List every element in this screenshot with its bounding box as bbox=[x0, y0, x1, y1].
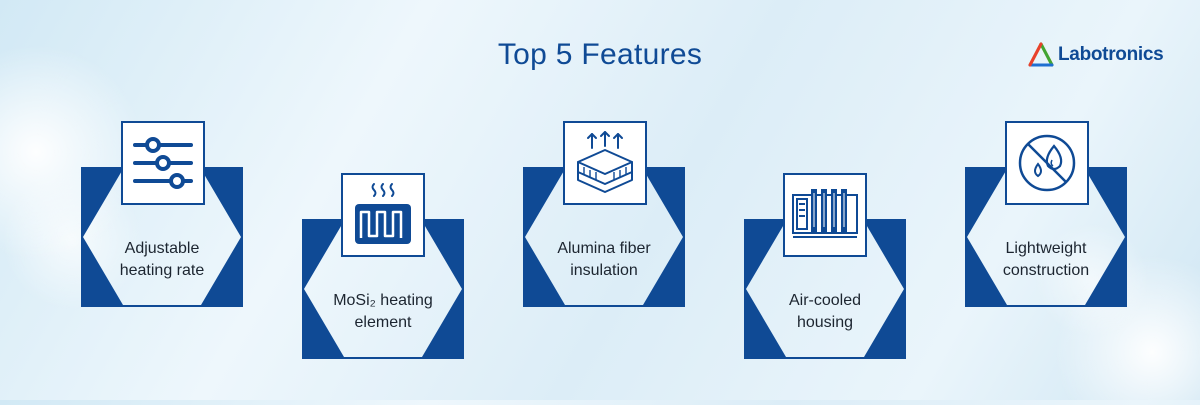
feature-icon-box bbox=[341, 173, 425, 257]
no-water-icon bbox=[1018, 134, 1076, 192]
feature-card-heating-element: MoSi₂ heating element bbox=[302, 173, 464, 405]
hexagon-frame bbox=[744, 219, 906, 359]
feature-label: MoSi₂ heating element bbox=[333, 292, 433, 331]
hexagon-frame bbox=[81, 167, 243, 307]
feature-icon-box bbox=[1005, 121, 1089, 205]
feature-label: Lightweight construction bbox=[1002, 240, 1090, 279]
feature-icon-box bbox=[121, 121, 205, 205]
feature-icon-box bbox=[563, 121, 647, 205]
page-title: Top 5 Features bbox=[497, 38, 703, 71]
feature-card-lightweight: Lightweight construction bbox=[965, 121, 1127, 353]
hexagon-frame bbox=[523, 167, 685, 307]
feature-label: Alumina fiber insulation bbox=[557, 240, 651, 279]
hexagon-frame bbox=[302, 219, 464, 359]
brand-logo: Labotronics bbox=[1028, 40, 1164, 70]
triangle-logo-icon bbox=[1028, 42, 1054, 67]
logo-text: Labotronics bbox=[1058, 44, 1164, 65]
cooling-fins-icon bbox=[792, 189, 858, 238]
heating-coil-icon bbox=[355, 183, 411, 244]
feature-card-alumina-insulation: Alumina fiber insulation bbox=[523, 121, 685, 353]
feature-card-adjustable-heating: Adjustable heating rate bbox=[81, 121, 243, 353]
feature-icon-box bbox=[783, 173, 867, 257]
hexagon-frame bbox=[965, 167, 1127, 307]
insulation-layers-icon bbox=[577, 131, 633, 193]
feature-label: Air-cooled housing bbox=[788, 292, 862, 331]
sliders-icon bbox=[133, 137, 193, 189]
feature-label: Adjustable heating rate bbox=[119, 240, 205, 279]
feature-card-air-cooled: Air-cooled housing bbox=[744, 173, 906, 405]
